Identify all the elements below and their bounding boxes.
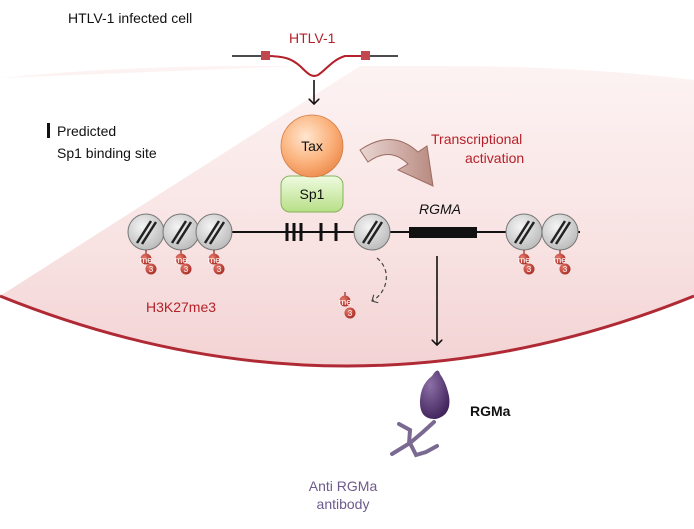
activation-arrow bbox=[359, 139, 434, 187]
svg-text:3: 3 bbox=[217, 265, 222, 274]
legend-line2: Sp1 binding site bbox=[57, 145, 157, 161]
antibody-line2: antibody bbox=[317, 496, 370, 512]
svg-text:me: me bbox=[140, 255, 153, 265]
nucleosome-5 bbox=[505, 213, 543, 251]
cell-title: HTLV-1 infected cell bbox=[68, 10, 192, 26]
svg-text:me: me bbox=[518, 255, 531, 265]
histone-mark-label: H3K27me3 bbox=[146, 299, 216, 315]
tax-protein bbox=[280, 114, 344, 178]
sp1-binding-sites bbox=[285, 223, 338, 241]
cell-membrane bbox=[0, 294, 694, 368]
virus-label: HTLV-1 bbox=[289, 30, 336, 46]
svg-text:me: me bbox=[175, 255, 188, 265]
nucleosome-4 bbox=[353, 213, 391, 251]
ltr-marker-right bbox=[361, 51, 370, 60]
antibody-icon bbox=[390, 420, 439, 458]
cell-body bbox=[0, 66, 694, 366]
methyl-mark-3: me 3 bbox=[208, 250, 225, 275]
methyl-mark-2: me 3 bbox=[175, 250, 192, 275]
activation-line2: activation bbox=[465, 150, 524, 166]
methyl-mark-4: me 3 bbox=[518, 250, 535, 275]
tax-label: Tax bbox=[301, 138, 323, 154]
nucleosome-6 bbox=[541, 213, 579, 251]
htlv1-red-segment bbox=[265, 55, 366, 77]
svg-text:3: 3 bbox=[563, 265, 568, 274]
nucleosome-2 bbox=[162, 213, 200, 251]
rgma-protein bbox=[419, 370, 450, 420]
svg-text:3: 3 bbox=[184, 265, 189, 274]
svg-text:me: me bbox=[339, 297, 352, 307]
ltr-marker-left bbox=[261, 51, 270, 60]
protein-label: RGMa bbox=[470, 403, 511, 419]
sp1-label: Sp1 bbox=[300, 186, 325, 202]
svg-text:me: me bbox=[554, 255, 567, 265]
gene-label: RGMA bbox=[419, 201, 461, 217]
svg-text:3: 3 bbox=[527, 265, 532, 274]
nucleosome-1 bbox=[127, 213, 165, 251]
antibody-line1: Anti RGMa bbox=[309, 478, 378, 494]
methyl-mark-5: me 3 bbox=[554, 250, 571, 275]
legend-line1: Predicted bbox=[57, 123, 116, 139]
methyl-mark-1: me 3 bbox=[140, 250, 157, 275]
removed-methyl-mark: me 3 bbox=[339, 292, 356, 319]
nucleosome-3 bbox=[195, 213, 233, 251]
svg-text:me: me bbox=[208, 255, 221, 265]
activation-line1: Transcriptional bbox=[431, 131, 522, 147]
svg-text:3: 3 bbox=[149, 265, 154, 274]
svg-text:3: 3 bbox=[348, 309, 353, 318]
legend-marker bbox=[47, 123, 50, 138]
rgma-gene bbox=[409, 227, 477, 238]
